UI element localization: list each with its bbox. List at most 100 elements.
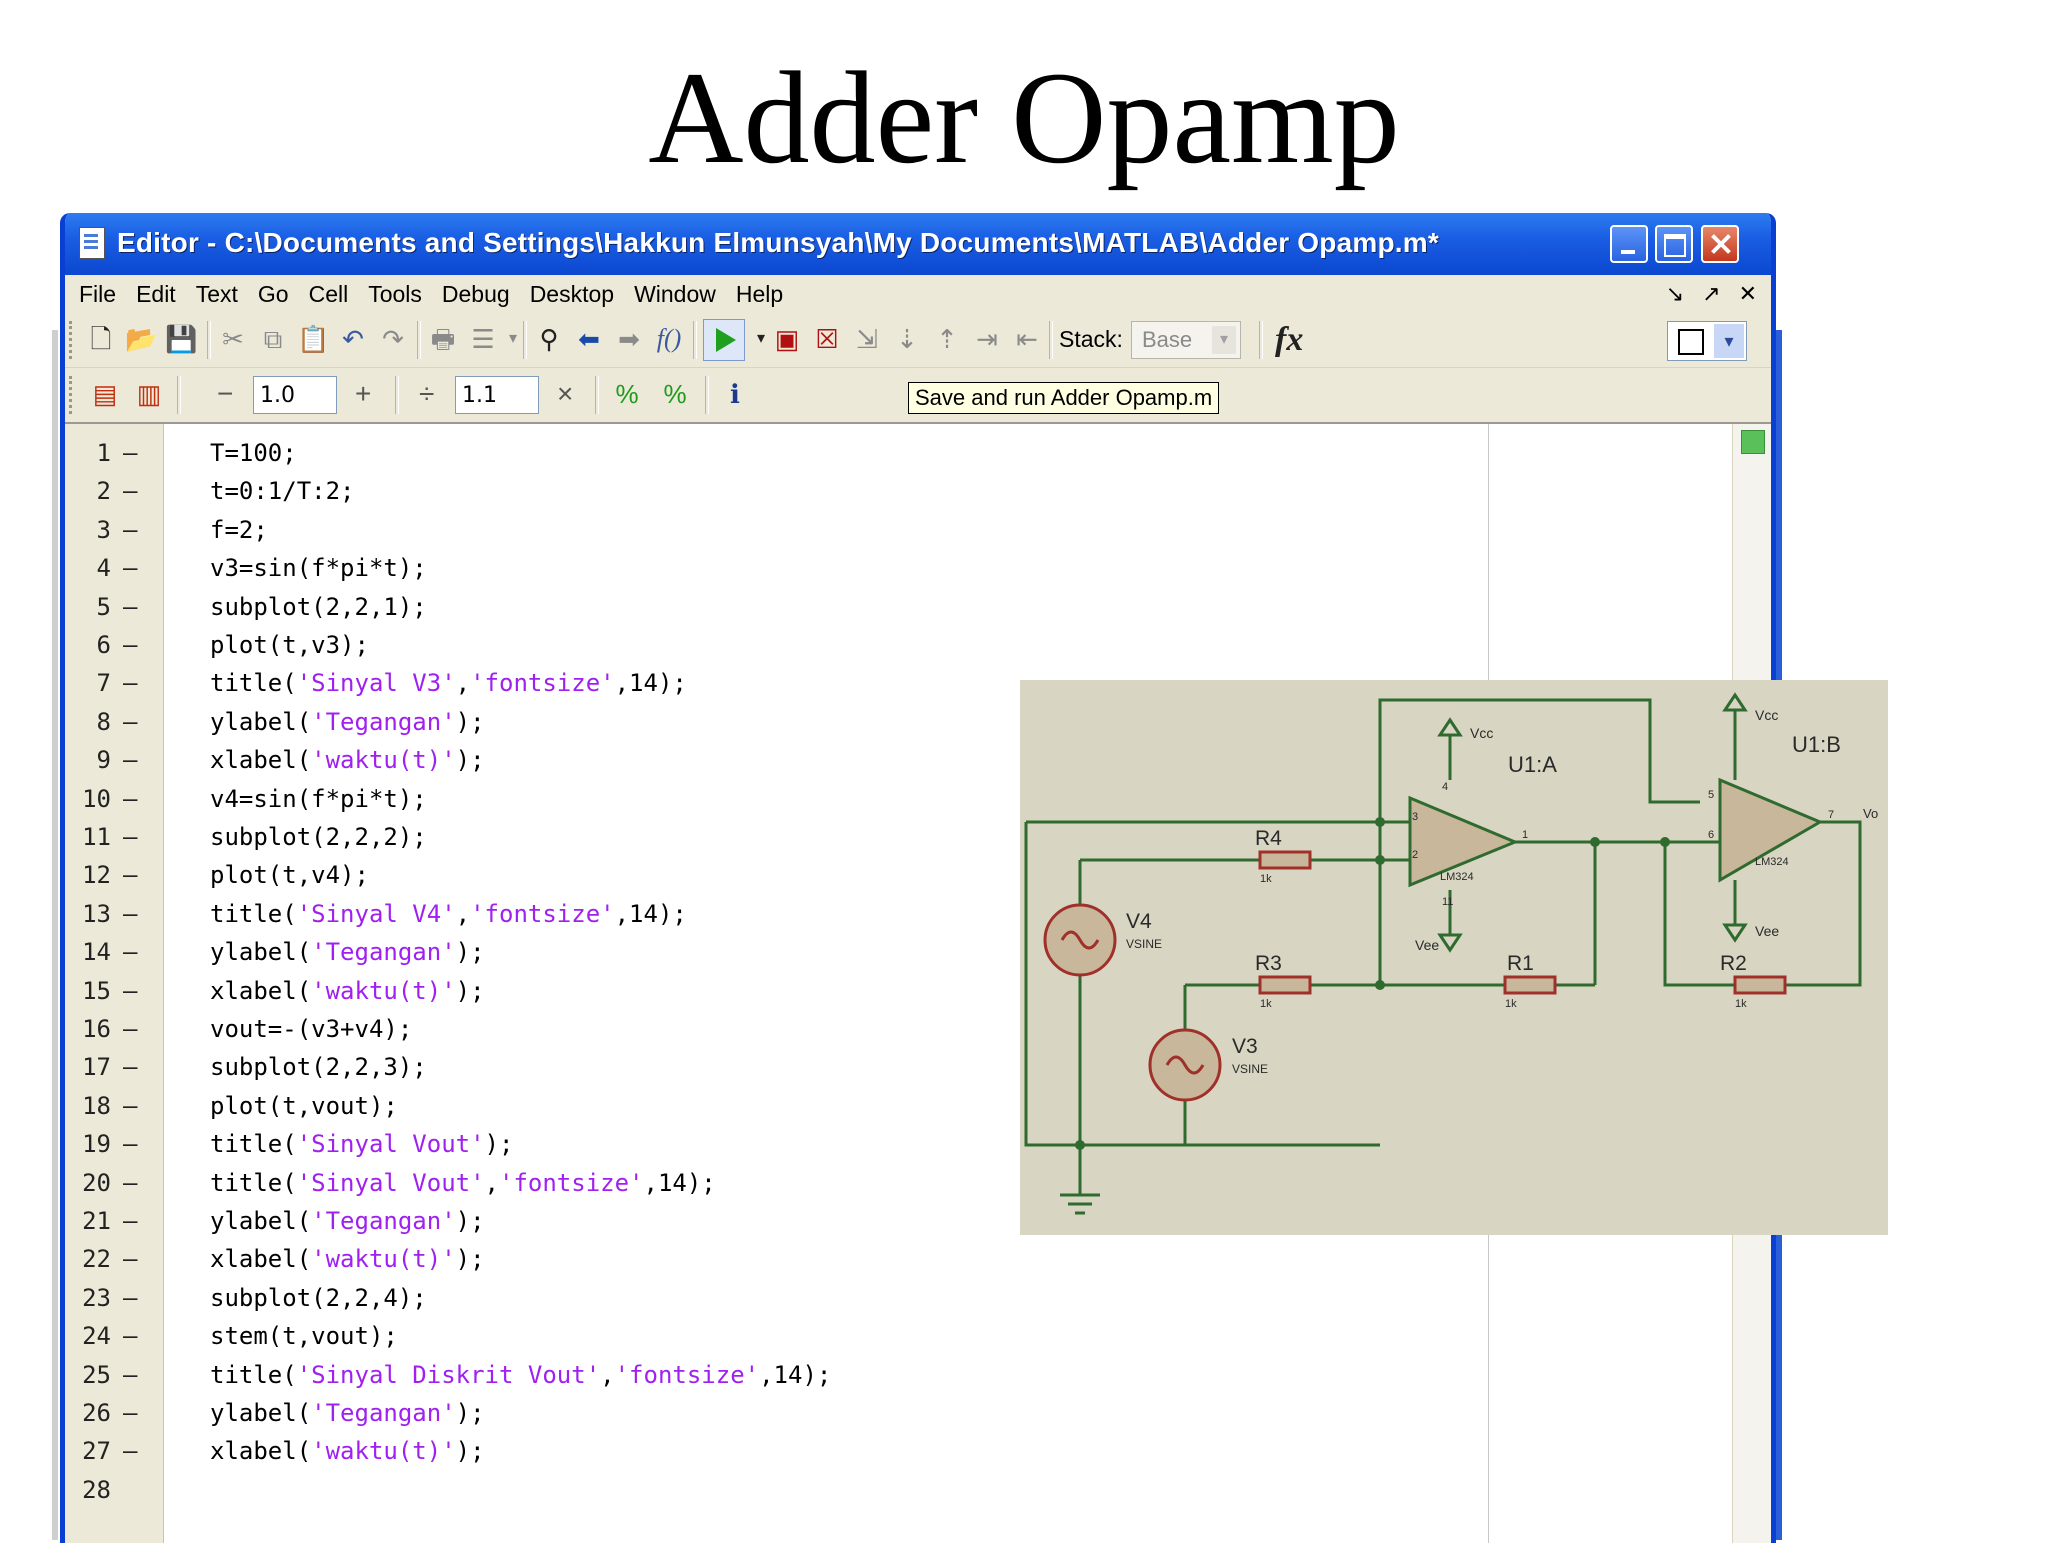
executable-line-marker-icon[interactable]: — — [123, 669, 138, 698]
cut-icon[interactable]: ✂ — [222, 324, 244, 354]
menu-file[interactable]: File — [79, 281, 117, 307]
executable-line-marker-icon[interactable]: — — [123, 1360, 138, 1389]
set-breakpoint-icon[interactable]: ▣ — [774, 324, 800, 354]
executable-line-marker-icon[interactable]: — — [123, 1168, 138, 1197]
code-line[interactable]: 16—vout=-(v3+v4); — [65, 1010, 1565, 1048]
step-icon[interactable]: ⇲ — [856, 324, 878, 354]
executable-line-marker-icon[interactable]: — — [123, 1207, 138, 1235]
comment-icon[interactable]: ☰ — [471, 324, 495, 354]
toolbar-grip[interactable] — [69, 321, 75, 359]
toolbar-grip[interactable] — [69, 376, 75, 414]
executable-line-marker-icon[interactable]: — — [123, 746, 138, 775]
executable-line-marker-icon[interactable]: — — [123, 861, 138, 890]
executable-line-marker-icon[interactable]: — — [123, 1053, 138, 1082]
executable-line-marker-icon[interactable]: — — [123, 784, 138, 813]
menu-edit[interactable]: Edit — [136, 281, 176, 307]
code-line[interactable]: 15—xlabel('waktu(t)'); — [65, 972, 1565, 1010]
code-line[interactable]: 28 — [65, 1471, 1565, 1509]
code-line[interactable]: 7—title('Sinyal V3','fontsize',14); — [65, 664, 1565, 702]
executable-line-marker-icon[interactable]: — — [123, 554, 138, 583]
code-line[interactable]: 14—ylabel('Tegangan'); — [65, 933, 1565, 971]
code-line[interactable]: 11—subplot(2,2,2); — [65, 818, 1565, 856]
code-line[interactable]: 19—title('Sinyal Vout'); — [65, 1125, 1565, 1163]
dock-arrow-icon[interactable]: ↗ — [1702, 281, 1721, 306]
info-icon[interactable]: ℹ — [730, 379, 740, 409]
title-bar[interactable]: Editor - C:\Documents and Settings\Hakku… — [65, 213, 1771, 275]
layout-select[interactable]: ▾ — [1667, 321, 1747, 361]
maximize-button[interactable] — [1655, 225, 1693, 263]
evaluate-advance-icon[interactable]: ▥ — [136, 379, 162, 409]
step-out-icon[interactable]: ⇡ — [936, 324, 958, 354]
executable-line-marker-icon[interactable]: — — [123, 515, 138, 544]
code-line[interactable]: 24—stem(t,vout); — [65, 1317, 1565, 1355]
copy-icon[interactable]: ⧉ — [263, 324, 283, 354]
fx-icon[interactable]: fx — [1275, 321, 1304, 358]
evaluate-cell-icon[interactable]: ▤ — [92, 379, 118, 409]
decrement-value-input[interactable] — [253, 376, 337, 414]
forward-arrow-icon[interactable]: ➡ — [618, 324, 640, 354]
code-line[interactable]: 17—subplot(2,2,3); — [65, 1048, 1565, 1086]
executable-line-marker-icon[interactable]: — — [123, 477, 138, 506]
menu-tools[interactable]: Tools — [368, 281, 422, 307]
menu-debug[interactable]: Debug — [441, 281, 510, 307]
code-line[interactable]: 18—plot(t,vout); — [65, 1087, 1565, 1125]
stack-select[interactable]: Base ▾ — [1131, 321, 1241, 359]
executable-line-marker-icon[interactable]: — — [123, 1245, 138, 1274]
chevron-down-icon[interactable]: ▾ — [756, 330, 766, 347]
menu-text[interactable]: Text — [195, 281, 238, 307]
increment-button[interactable]: + — [355, 378, 372, 409]
undo-icon[interactable]: ↶ — [342, 324, 364, 354]
code-line[interactable]: 6—plot(t,v3); — [65, 626, 1565, 664]
continue-icon[interactable]: ⇥ — [976, 324, 998, 354]
executable-line-marker-icon[interactable]: — — [123, 1322, 138, 1351]
function-browser-icon[interactable]: f() — [656, 324, 682, 353]
code-line[interactable]: 20—title('Sinyal Vout','fontsize',14); — [65, 1164, 1565, 1202]
menu-cell[interactable]: Cell — [308, 281, 349, 307]
new-file-icon[interactable]: 🗋 — [90, 324, 112, 354]
multiply-button[interactable]: × — [557, 378, 574, 409]
save-and-run-button[interactable] — [703, 319, 745, 361]
executable-line-marker-icon[interactable]: — — [123, 1130, 138, 1159]
code-line[interactable]: 25—title('Sinyal Diskrit Vout','fontsize… — [65, 1356, 1565, 1394]
code-line[interactable]: 27—xlabel('waktu(t)'); — [65, 1432, 1565, 1470]
executable-line-marker-icon[interactable]: — — [123, 592, 138, 621]
undock-icon[interactable]: ↘ — [1665, 281, 1685, 306]
close-button[interactable] — [1701, 225, 1739, 263]
executable-line-marker-icon[interactable]: — — [123, 899, 138, 928]
clear-breakpoints-icon[interactable]: ☒ — [815, 324, 839, 354]
menu-go[interactable]: Go — [257, 281, 289, 307]
code-line[interactable]: 2—t=0:1/T:2; — [65, 472, 1565, 510]
print-icon[interactable]: 🖶 — [430, 324, 456, 354]
divide-button[interactable]: ÷ — [419, 378, 435, 409]
executable-line-marker-icon[interactable]: — — [123, 1437, 138, 1466]
executable-line-marker-icon[interactable]: — — [123, 976, 138, 1005]
executable-line-marker-icon[interactable]: — — [123, 631, 138, 659]
menu-window[interactable]: Window — [634, 281, 716, 307]
chevron-down-icon[interactable]: ▾ — [508, 330, 518, 347]
breakpoint-column[interactable] — [141, 424, 164, 1543]
back-arrow-icon[interactable]: ⬅ — [578, 324, 600, 354]
executable-line-marker-icon[interactable]: — — [123, 938, 138, 967]
code-line[interactable]: 8—ylabel('Tegangan'); — [65, 703, 1565, 741]
code-line[interactable]: 3—f=2; — [65, 511, 1565, 549]
code-line[interactable]: 10—v4=sin(f*pi*t); — [65, 780, 1565, 818]
executable-line-marker-icon[interactable]: — — [123, 1091, 138, 1120]
redo-icon[interactable]: ↷ — [382, 324, 404, 354]
executable-line-marker-icon[interactable]: — — [123, 1399, 138, 1427]
code-line[interactable]: 4—v3=sin(f*pi*t); — [65, 549, 1565, 587]
insert-cell-percent-icon[interactable]: % — [615, 379, 639, 409]
executable-line-marker-icon[interactable]: — — [123, 823, 138, 851]
cell-options-percent-icon[interactable]: % — [663, 379, 687, 409]
code-line[interactable]: 21—ylabel('Tegangan'); — [65, 1202, 1565, 1240]
close-doc-icon[interactable]: ✕ — [1738, 281, 1757, 306]
divide-value-input[interactable] — [455, 376, 539, 414]
menu-desktop[interactable]: Desktop — [529, 281, 615, 307]
find-binoculars-icon[interactable]: ⚲ — [539, 324, 559, 354]
code-line[interactable]: 9—xlabel('waktu(t)'); — [65, 741, 1565, 779]
paste-icon[interactable]: 📋 — [297, 324, 330, 354]
menu-help[interactable]: Help — [735, 281, 784, 307]
chevron-down-icon[interactable]: ▾ — [1714, 324, 1744, 358]
open-folder-icon[interactable]: 📂 — [125, 324, 158, 354]
save-icon[interactable]: 💾 — [165, 324, 198, 354]
step-in-icon[interactable]: ⇣ — [896, 324, 918, 354]
